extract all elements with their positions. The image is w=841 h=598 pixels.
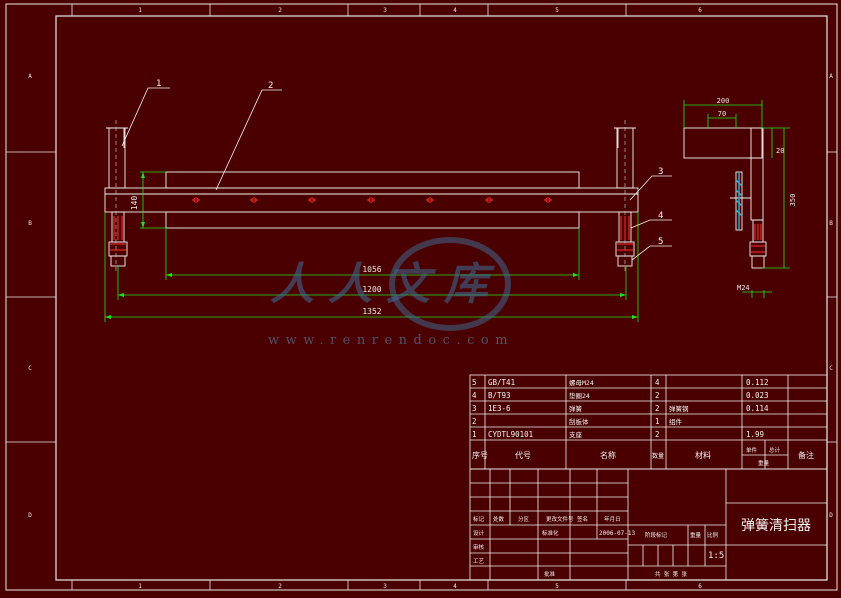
bom-cell-qty: 2: [655, 430, 660, 439]
tb-sign: 签名: [577, 515, 588, 523]
tb-weight: 重量: [690, 531, 702, 539]
zone-letter-left-B: B: [28, 220, 32, 227]
zone-letter-left-C: C: [28, 365, 32, 372]
tb-scale-label: 比例: [707, 531, 719, 539]
side-view: [683, 127, 767, 269]
tb-zone: 分区: [518, 515, 530, 523]
bom-cell-code: B/T93: [488, 391, 511, 400]
bom-cell-no: 2: [472, 417, 477, 426]
bom-h-name: 名称: [600, 450, 616, 460]
tb-scale: 1:5: [708, 551, 724, 561]
dim-height: 140: [130, 196, 139, 211]
bom-cell-qty: 1: [655, 417, 660, 426]
dim-1352: 1352: [362, 307, 381, 316]
dim-m24: M24: [737, 284, 750, 292]
bom-cell-weight: 0.023: [746, 391, 769, 400]
drawing-title: 弹簧清扫器: [741, 518, 811, 534]
dim-side-350: 350: [789, 194, 797, 207]
bom-cell-material: 组件: [669, 417, 683, 426]
bom-h-total: 总计: [769, 446, 781, 454]
bom-cell-code: CYDTL90101: [488, 430, 533, 439]
callout-1: 1: [156, 79, 161, 89]
bom-cell-weight: 1.99: [746, 430, 764, 439]
bom-cell-code: 1E3-6: [488, 404, 511, 413]
zone-letter-left-A: A: [28, 73, 32, 80]
zone-letter-right-A: A: [829, 73, 833, 80]
tb-standard: 标准化: [542, 529, 559, 537]
bom-h-no: 序号: [472, 450, 488, 460]
callout-5: 5: [658, 237, 663, 247]
bom-cell-qty: 4: [655, 378, 660, 387]
bom-h-single: 单件: [746, 446, 758, 454]
tb-count: 处数: [493, 515, 505, 523]
tb-mark: 标记: [473, 515, 485, 523]
tb-change-doc: 更改文件号: [546, 515, 574, 523]
title-block: [469, 468, 828, 581]
tb-date: 2006-07-13: [599, 530, 636, 537]
zone-number-bottom-4: 4: [453, 583, 457, 590]
bom-cell-weight: 0.112: [746, 378, 769, 387]
callout-4: 4: [658, 211, 663, 221]
bom-cell-name: 刮板体: [569, 417, 589, 426]
tb-check: 审核: [473, 543, 485, 551]
dim-1056: 1056: [362, 265, 381, 274]
zone-number-bottom-2: 2: [278, 583, 282, 590]
zone-number-top-2: 2: [278, 7, 282, 14]
callout-2: 2: [268, 81, 273, 91]
tb-date-label: 年月日: [604, 515, 621, 523]
tb-stage-mark: 阶段标记: [645, 531, 668, 539]
bom-cell-name: 支座: [569, 430, 583, 439]
zone-number-bottom-1: 1: [138, 583, 142, 590]
dim-1200: 1200: [362, 285, 381, 294]
zone-number-top-3: 3: [383, 7, 387, 14]
bom-h-qty: 数量: [652, 452, 664, 460]
bom-h-code: 代号: [515, 450, 531, 460]
zone-number-top-5: 5: [555, 7, 559, 14]
callout-3: 3: [658, 167, 663, 177]
tb-sheet: 共 张 第 张: [655, 570, 687, 578]
bom-cell-name: 弹簧: [569, 404, 583, 413]
front-view: [104, 127, 639, 267]
zone-letter-left-D: D: [28, 512, 32, 519]
dim-side-200: 200: [717, 97, 730, 105]
zone-number-top-4: 4: [453, 7, 457, 14]
bom-cell-name: 螺母M24: [569, 378, 594, 387]
bom-cell-qty: 2: [655, 404, 660, 413]
bom-h-weight: 重量: [758, 459, 770, 467]
bom-h-remark: 备注: [798, 450, 814, 460]
bom-cell-no: 1: [472, 430, 477, 439]
bom-cell-no: 5: [472, 378, 477, 387]
zone-number-bottom-3: 3: [383, 583, 387, 590]
dim-side-70: 70: [718, 110, 726, 118]
zone-letter-right-D: D: [829, 512, 833, 519]
zone-letter-right-C: C: [829, 365, 833, 372]
tb-process: 工艺: [473, 558, 485, 565]
zone-number-top-6: 6: [698, 7, 702, 14]
tb-approve: 批准: [544, 570, 556, 578]
bom-cell-qty: 2: [655, 391, 660, 400]
bom-h-material: 材料: [695, 450, 711, 460]
zone-number-bottom-5: 5: [555, 583, 559, 590]
bom-cell-weight: 0.114: [746, 404, 769, 413]
watermark-url: www.renrendoc.com: [268, 333, 515, 348]
dim-side-20: 20: [776, 147, 784, 155]
tb-design: 设计: [473, 529, 485, 537]
zone-letter-right-B: B: [829, 220, 833, 227]
bom-cell-no: 4: [472, 391, 477, 400]
zone-number-top-1: 1: [138, 7, 142, 14]
bom-cell-material: 弹簧钢: [669, 404, 689, 413]
bom-cell-code: GB/T41: [488, 378, 515, 387]
bom-cell-no: 3: [472, 404, 477, 413]
bom-cell-name: 垫圈24: [569, 391, 590, 400]
watermark-text: 人人文库: [270, 259, 502, 310]
zone-number-bottom-6: 6: [698, 583, 702, 590]
